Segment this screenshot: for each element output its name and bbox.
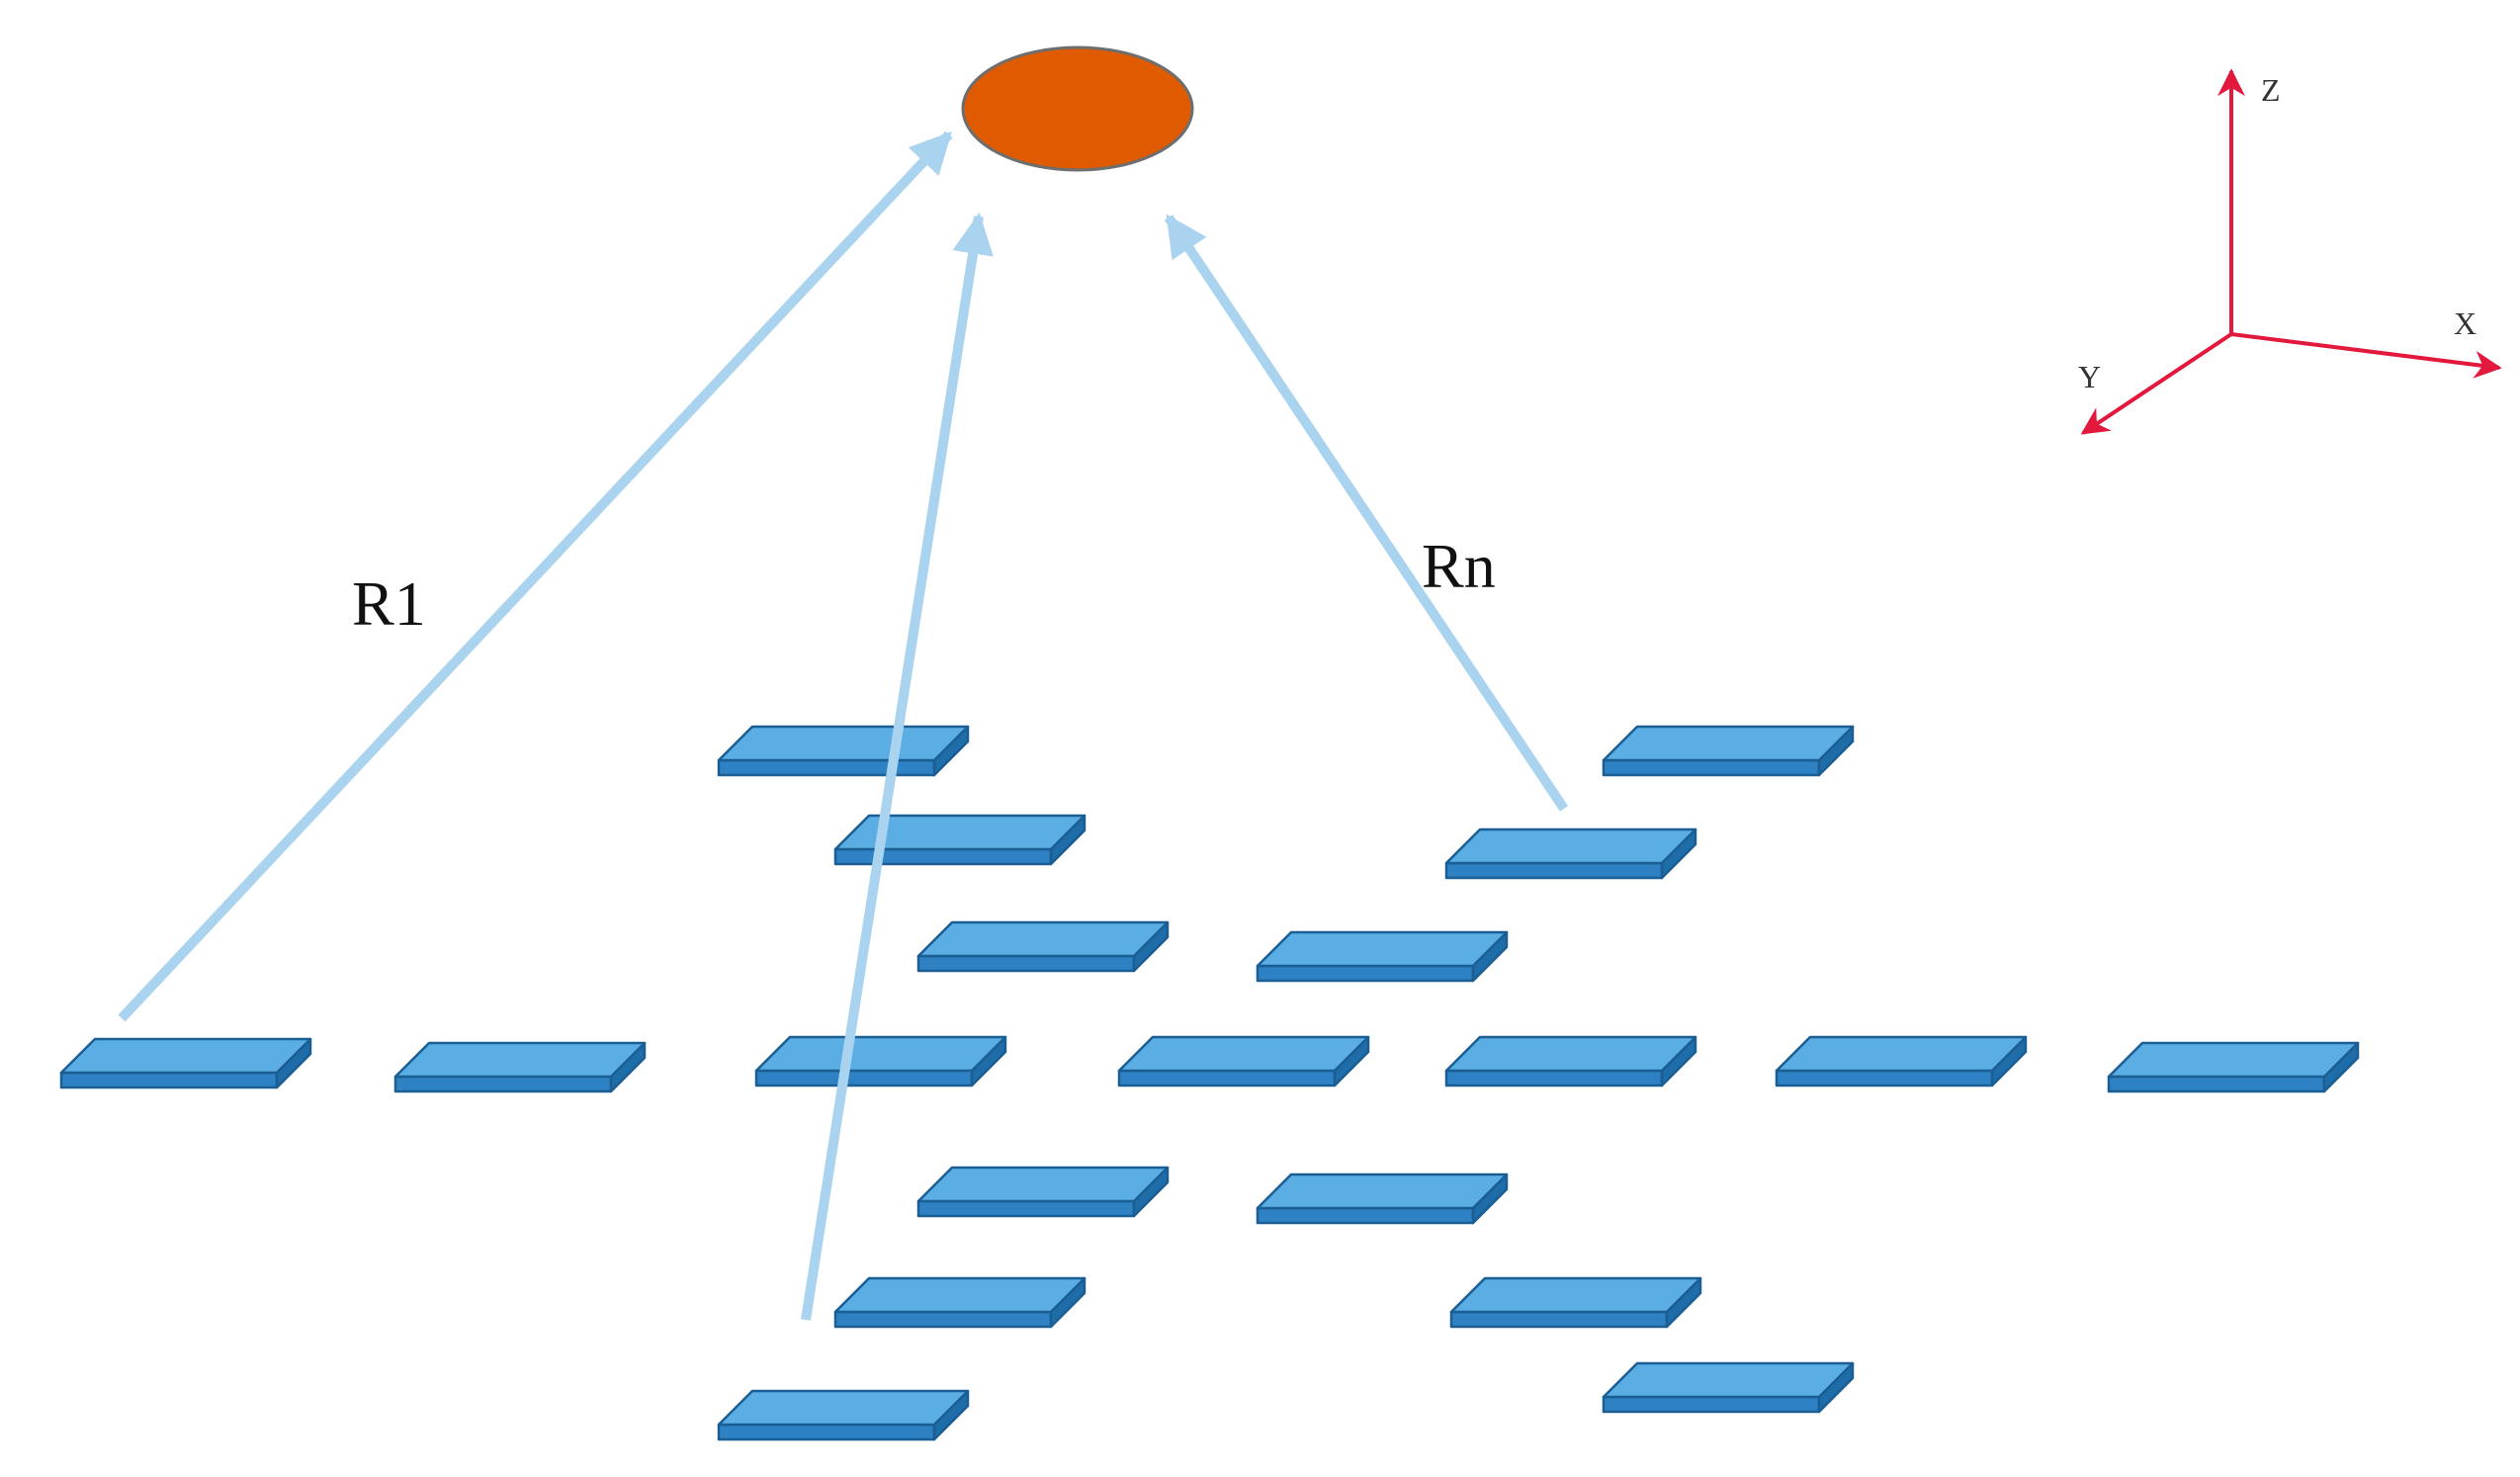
sensor-plate [1775,1035,2028,1087]
label-rn: Rn [1422,531,1496,601]
rays [118,130,1569,1321]
sensor-plate [1602,725,1855,777]
ray-rn [1164,214,1569,812]
sensor-plate [717,1389,970,1441]
sensor-plate [2107,1041,2360,1093]
sensor-plate [1256,930,1509,983]
sensor-plate [59,1037,312,1089]
axis-z-label: Z [2261,72,2281,108]
sensor-plate [1602,1361,1855,1414]
ray-middle [801,212,994,1321]
sensor-plate [717,725,970,777]
sensor-plate [916,920,1170,973]
sensor-plate [1449,1276,1702,1329]
coordinate-axes: Z X Y [2078,68,2502,435]
target-ellipse [961,45,1194,172]
sensor-plate [916,1166,1170,1218]
sensor-plate [833,1276,1086,1329]
sensor-plate [393,1041,647,1093]
sensor-plate [1444,827,1697,880]
sensor-plate [754,1035,1007,1087]
sensor-plate [1117,1035,1370,1087]
sensor-plates [59,725,2360,1441]
label-r1: R1 [352,568,426,639]
sensor-plate [1256,1173,1509,1225]
axis-x-label: X [2454,305,2477,341]
sensor-plate [833,814,1086,866]
axis-y-label: Y [2078,359,2101,394]
sensor-plate [1444,1035,1697,1087]
ray-r1 [118,130,953,1022]
axis-x [2230,332,2502,379]
axis-y [2080,332,2233,435]
